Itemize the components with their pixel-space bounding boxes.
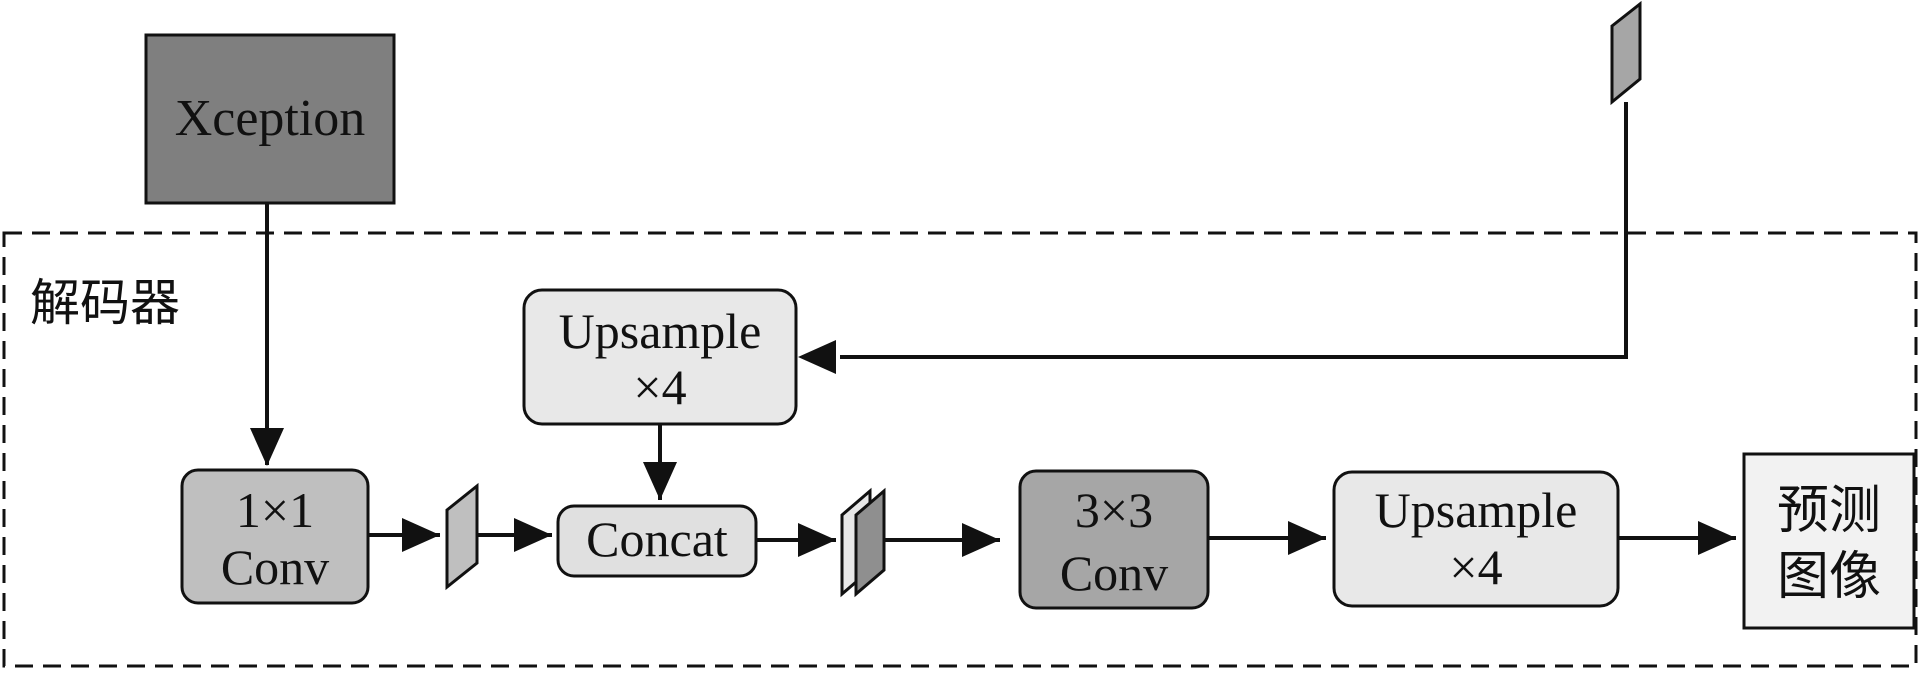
upsample-top-line1: Upsample — [559, 303, 762, 359]
conv1x1-line2: Conv — [221, 539, 329, 595]
encoder-feature-map — [445, 482, 479, 591]
arrow-feature-to-upsample — [840, 102, 1628, 359]
concat-feature-map-front — [854, 487, 886, 598]
arrowhead-feature-small — [402, 518, 440, 552]
conv1x1-line1: 1×1 — [236, 482, 314, 538]
arrowhead-output — [1698, 521, 1736, 555]
concat-label: Concat — [586, 511, 728, 567]
output-line2: 图像 — [1777, 547, 1881, 607]
upsample-right-line1: Upsample — [1375, 482, 1578, 538]
output-block — [1742, 452, 1916, 630]
xception-label: Xception — [175, 90, 366, 147]
conv3x3-line1: 3×3 — [1075, 482, 1153, 538]
low-level-feature-map — [1610, 0, 1642, 106]
decoder-title: 解码器 — [30, 274, 180, 332]
xception-block — [144, 33, 396, 205]
output-line1: 预测 — [1777, 481, 1881, 541]
arrowhead-concat-left — [514, 518, 552, 552]
arrowhead-conv3x3 — [962, 523, 1000, 557]
arrowhead-double-features — [798, 523, 836, 557]
decoder-region — [2, 231, 1918, 668]
upsample-top-line2: ×4 — [633, 359, 686, 415]
arrowhead-concat-top — [643, 462, 677, 500]
conv3x3-line2: Conv — [1060, 545, 1168, 601]
upsample-right-line2: ×4 — [1449, 539, 1502, 595]
arrowhead-upsample-right — [1288, 521, 1326, 555]
arrowhead-upsample-top — [798, 340, 836, 374]
arrowhead-conv1x1-top — [250, 428, 284, 466]
